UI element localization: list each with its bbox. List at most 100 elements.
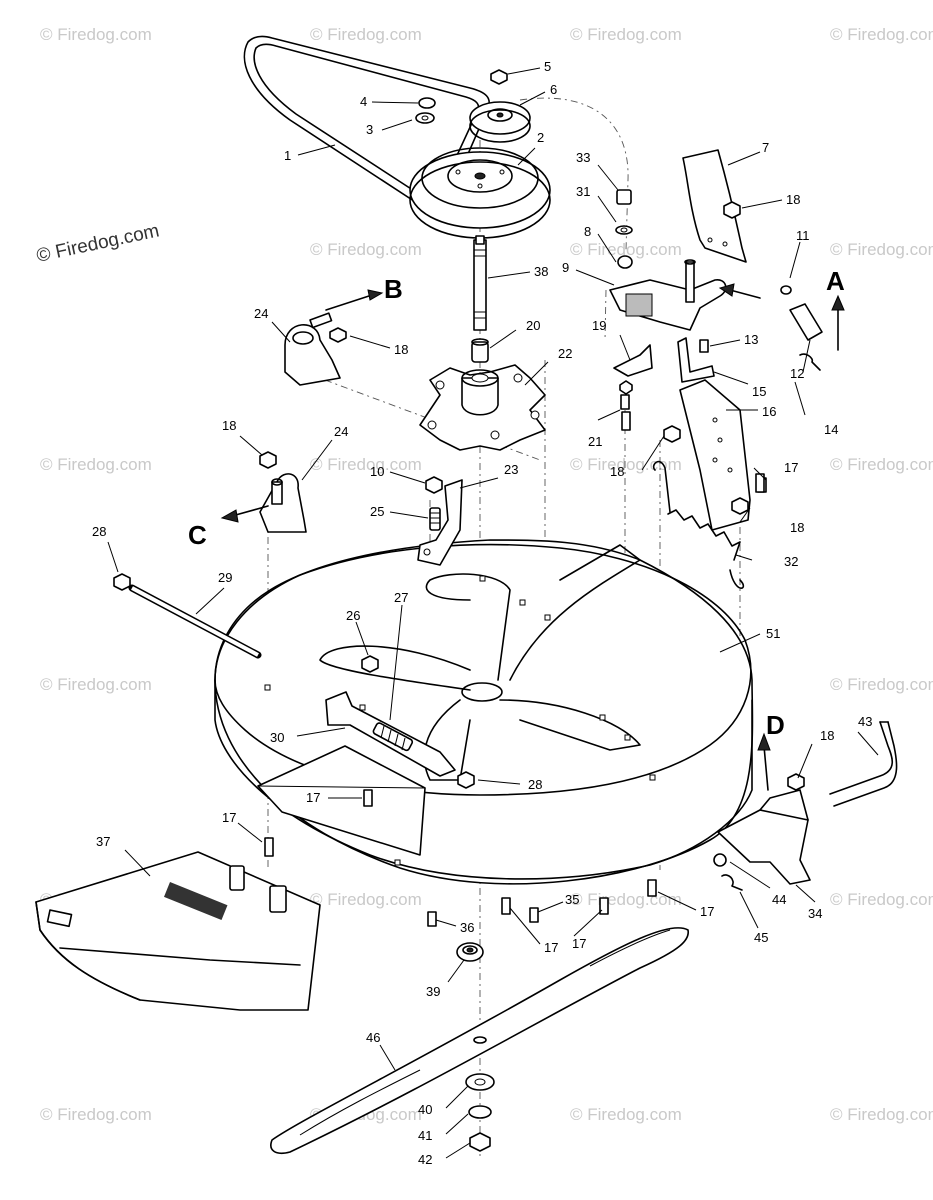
callout-29: 29	[218, 570, 232, 585]
watermark-text: © Firedog.com	[310, 25, 422, 44]
watermark-text: © Firedog.com	[570, 890, 682, 909]
view-letter-d: D	[766, 710, 785, 740]
callout-17e: 17	[544, 940, 558, 955]
lift-link	[417, 476, 463, 566]
watermark-text: © Firedog.com	[830, 240, 933, 259]
callout-32: 32	[784, 554, 798, 569]
callout-17b: 17	[306, 790, 320, 805]
callout-17f: 17	[572, 936, 586, 951]
watermark-text: © Firedog.com	[310, 890, 422, 909]
callout-28b: 28	[528, 777, 542, 792]
callout-20: 20	[526, 318, 540, 333]
watermark-text: © Firedog.com	[570, 240, 682, 259]
callout-26: 26	[346, 608, 360, 623]
deck-pulley	[409, 147, 551, 239]
deck-rod	[113, 573, 262, 659]
callout-18b: 18	[394, 342, 408, 357]
view-letter-a: A	[826, 266, 845, 296]
watermark-main: © Firedog.com	[35, 220, 162, 267]
callout-numbers: 1 2 3 4 5 6 7 18 33 31 8 9 11 13 12 15 1…	[92, 59, 872, 1167]
callout-21: 21	[588, 434, 602, 449]
link-block	[780, 285, 823, 371]
tension-spring	[652, 460, 745, 589]
watermark-text: © Firedog.com	[830, 890, 933, 909]
callout-8: 8	[584, 224, 591, 239]
callout-46: 46	[366, 1030, 380, 1045]
deck-hanger-bracket	[284, 312, 347, 386]
watermark-text: © Firedog.com	[570, 25, 682, 44]
callout-38: 38	[534, 264, 548, 279]
view-arrows	[220, 283, 845, 791]
callout-35: 35	[565, 892, 579, 907]
grass-discharge-chute	[35, 851, 321, 1011]
height-linkage	[325, 655, 475, 789]
callout-5: 5	[544, 59, 551, 74]
hardware-nut-washer	[415, 69, 508, 124]
watermark-text: © Firedog.com	[830, 1105, 933, 1124]
callout-2: 2	[537, 130, 544, 145]
callout-42: 42	[418, 1152, 432, 1167]
callout-40: 40	[418, 1102, 432, 1117]
watermark-text: © Firedog.com	[310, 455, 422, 474]
view-letter-b: B	[384, 274, 403, 304]
callout-11: 11	[796, 228, 810, 243]
spindle-shaft	[473, 235, 487, 331]
discharge-deflector	[257, 745, 426, 856]
watermark-text: © Firedog.com	[830, 455, 933, 474]
mower-deck-shell	[214, 539, 754, 885]
idler-arm-bracket	[682, 149, 747, 263]
callout-18e: 18	[790, 520, 804, 535]
callout-25: 25	[370, 504, 384, 519]
callout-13: 13	[744, 332, 758, 347]
view-letter-c: C	[188, 520, 207, 550]
bracket-small	[613, 344, 653, 410]
callout-16: 16	[762, 404, 776, 419]
leader-lines	[107, 67, 879, 1159]
callout-15: 15	[752, 384, 766, 399]
spindle-housing	[419, 364, 546, 451]
idler-arm	[609, 189, 727, 331]
callout-18c: 18	[222, 418, 236, 433]
bracket-tab	[677, 337, 715, 383]
deck-hanger-bracket	[259, 451, 307, 533]
callout-24b: 24	[334, 424, 348, 439]
mower-blade	[270, 927, 689, 1155]
callout-23: 23	[504, 462, 518, 477]
callout-6: 6	[550, 82, 557, 97]
callout-10: 10	[370, 464, 384, 479]
callout-28a: 28	[92, 524, 106, 539]
callout-37: 37	[96, 834, 110, 849]
callout-9: 9	[562, 260, 569, 275]
watermark-text: © Firedog.com	[570, 1105, 682, 1124]
callout-18a: 18	[786, 192, 800, 207]
watermark-text: © Firedog.com	[830, 675, 933, 694]
callout-34: 34	[808, 906, 822, 921]
callout-14: 14	[824, 422, 838, 437]
spacer	[471, 338, 489, 363]
blade-adapter	[456, 942, 484, 962]
callout-22: 22	[558, 346, 572, 361]
callout-7: 7	[762, 140, 769, 155]
callout-4: 4	[360, 94, 367, 109]
callout-24a: 24	[254, 306, 268, 321]
watermark-text: © Firedog.com	[40, 455, 152, 474]
watermark-text: © Firedog.com	[40, 25, 152, 44]
watermark-text: © Firedog.com	[830, 25, 933, 44]
callout-51: 51	[766, 626, 780, 641]
callout-43: 43	[858, 714, 872, 729]
callout-44: 44	[772, 892, 786, 907]
idler-pulley	[469, 101, 531, 143]
callout-41: 41	[418, 1128, 432, 1143]
callout-45: 45	[754, 930, 768, 945]
callout-12: 12	[790, 366, 804, 381]
callout-39: 39	[426, 984, 440, 999]
callout-17c: 17	[222, 810, 236, 825]
callout-30: 30	[270, 730, 284, 745]
watermark-text: © Firedog.com	[40, 1105, 152, 1124]
callout-1: 1	[284, 148, 291, 163]
callout-36: 36	[460, 920, 474, 935]
deflector-bracket	[713, 721, 898, 891]
callout-33: 33	[576, 150, 590, 165]
callout-18f: 18	[820, 728, 834, 743]
